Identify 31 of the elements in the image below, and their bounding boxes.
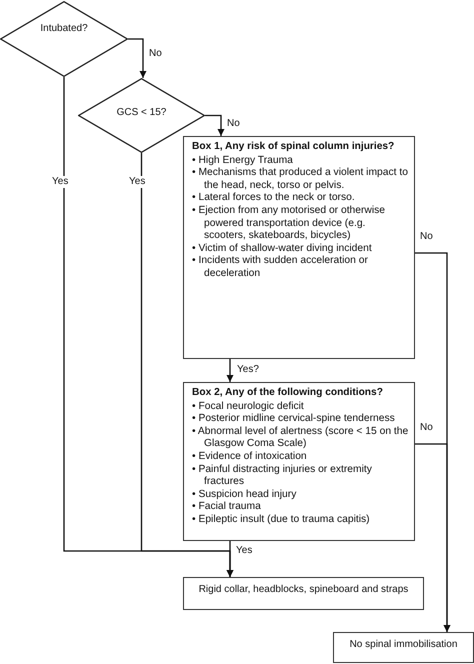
criteria-box bbox=[183, 136, 415, 359]
bullet-item: • Incidents with sudden acceleration or deceleration bbox=[192, 255, 369, 281]
decision-text: GCS < 15? bbox=[116, 107, 168, 118]
bullet-item: • Abnormal level of alertness (score < 15 on the Glasgow Coma Scale) bbox=[192, 426, 410, 451]
arrow bbox=[128, 38, 146, 78]
bullet-item: • Mechanisms that produced a violent impact to the head, neck, torso or pelvis. bbox=[192, 167, 409, 192]
bullet-item: • Ejection from any motorised or otherwise powered transportation device (e.g. scooters, skateboards, bicycles) bbox=[192, 204, 386, 243]
bullet-item: • Victim of shallow-water diving incident bbox=[192, 242, 373, 256]
box-heading: Box 2, Any of the following conditions? bbox=[192, 387, 384, 400]
bullet-item: • Facial trauma bbox=[192, 501, 262, 514]
box-heading: Box 1, Any risk of spinal column injuries? bbox=[192, 141, 396, 154]
bullet-item: • Lateral forces to the neck or torso. bbox=[192, 192, 356, 205]
arrow bbox=[205, 114, 224, 136]
arrow bbox=[226, 541, 234, 577]
box-text: No spinal immobilisation bbox=[350, 639, 458, 650]
bullet-item: • Epileptic insult (due to trauma capitis) bbox=[192, 514, 371, 527]
bullet-item: • Focal neurologic deficit bbox=[192, 400, 305, 414]
bullet-item: • Posterior midline cervical-spine tenderness bbox=[192, 413, 396, 426]
arrow bbox=[415, 443, 450, 632]
bullet-item: • Suspicion head injury bbox=[192, 488, 298, 502]
bullet-item: • Evidence of intoxication bbox=[192, 450, 308, 464]
edge-label: Yes bbox=[51, 176, 70, 188]
process-box bbox=[183, 577, 424, 610]
bullet-item: • Painful distracting injuries or extremity fractures bbox=[192, 464, 373, 489]
criteria-box bbox=[183, 382, 415, 541]
decision-text: Intubated? bbox=[39, 23, 89, 34]
edge-label: Yes bbox=[128, 176, 146, 188]
process-box bbox=[333, 632, 474, 663]
arrow bbox=[226, 359, 234, 382]
box-text: Rigid collar, headblocks, spineboard and straps bbox=[198, 584, 408, 595]
bullet-item: • High Energy Trauma bbox=[192, 154, 294, 168]
